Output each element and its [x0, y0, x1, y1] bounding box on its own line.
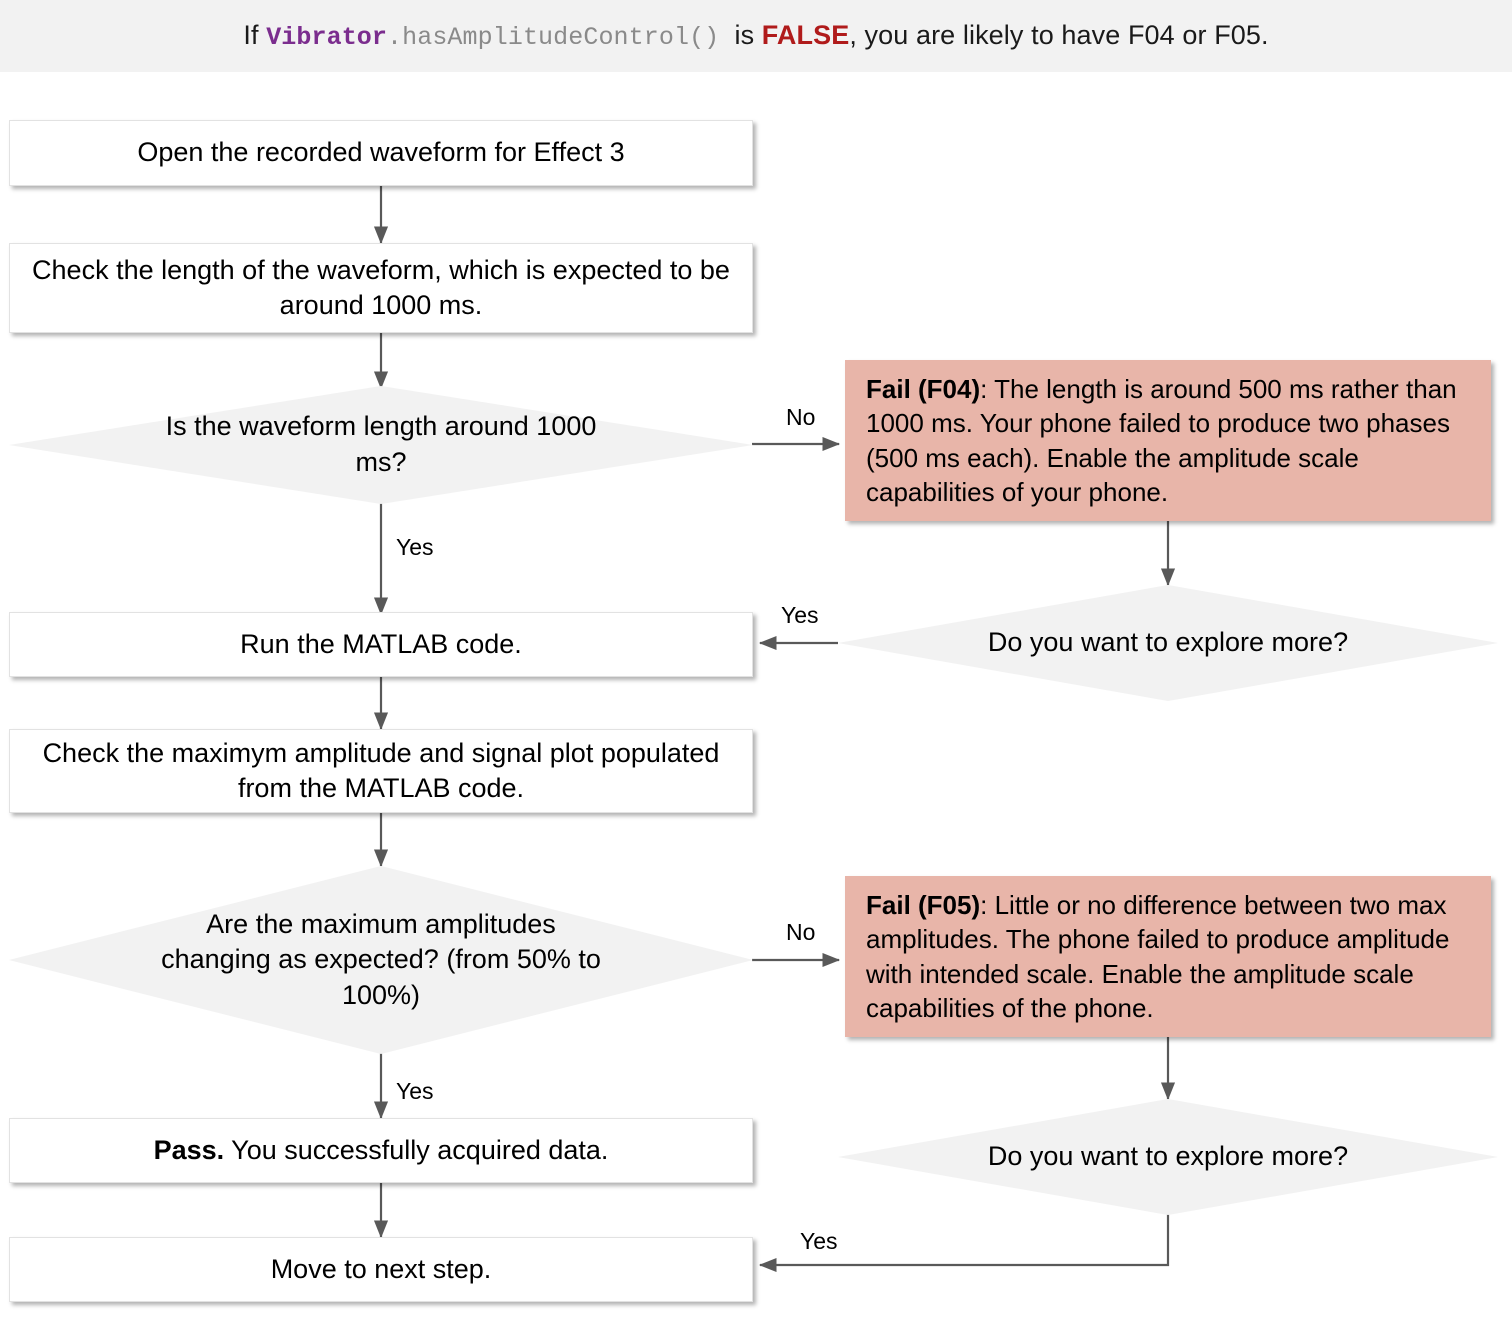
- node-fail-f05-label: Fail (F05): [866, 889, 981, 920]
- node-decision-amplitudes-changing[interactable]: Are the maximum amplitudes changing as e…: [9, 866, 753, 1054]
- header-method-name: .hasAmplitudeControl(): [387, 23, 720, 52]
- node-check-max-amplitude-label: Check the maximym amplitude and signal p…: [42, 737, 720, 803]
- edge-label-yes-2: Yes: [781, 602, 819, 628]
- header-class-name: Vibrator: [266, 23, 388, 52]
- node-decision-explore-more-1[interactable]: Do you want to explore more?: [838, 585, 1498, 701]
- header-prefix: If: [243, 20, 267, 50]
- node-decision-explore-more-2[interactable]: Do you want to explore more?: [838, 1099, 1498, 1215]
- node-pass-text: You successfully acquired data.: [224, 1134, 609, 1165]
- node-decision-explore-more-1-label: Do you want to explore more?: [987, 627, 1349, 658]
- node-pass-content: Pass. You successfully acquired data.: [154, 1133, 609, 1168]
- node-decision-explore-more-2-label: Do you want to explore more?: [987, 1141, 1349, 1172]
- node-check-length-label: Check the length of the waveform, which …: [32, 254, 730, 320]
- node-fail-f04[interactable]: Fail (F04): The length is around 500 ms …: [845, 360, 1491, 521]
- node-pass[interactable]: Pass. You successfully acquired data.: [9, 1118, 753, 1183]
- node-open-waveform-label: Open the recorded waveform for Effect 3: [137, 137, 625, 168]
- node-decision-amplitudes-changing-label: Are the maximum amplitudes changing as e…: [161, 908, 601, 1010]
- edge-label-yes-1: Yes: [396, 534, 434, 560]
- header-banner: If Vibrator.hasAmplitudeControl() is FAL…: [0, 0, 1512, 72]
- node-move-next-step[interactable]: Move to next step.: [9, 1237, 753, 1302]
- node-decision-waveform-length-label: Is the waveform length around 1000 ms?: [165, 411, 597, 477]
- edge-label-no-2: No: [786, 919, 816, 945]
- node-decision-waveform-length[interactable]: Is the waveform length around 1000 ms?: [9, 386, 753, 504]
- node-fail-f05[interactable]: Fail (F05): Little or no difference betw…: [845, 876, 1491, 1037]
- node-check-length[interactable]: Check the length of the waveform, which …: [9, 243, 753, 333]
- header-false-literal: FALSE: [761, 20, 850, 50]
- header-suffix: , you are likely to have F04 or F05.: [849, 20, 1269, 50]
- node-run-matlab-label: Run the MATLAB code.: [240, 628, 522, 659]
- header-middle: is: [719, 20, 762, 50]
- node-fail-f05-text: : Little or no difference between two ma…: [866, 889, 1450, 1023]
- node-move-next-step-label: Move to next step.: [270, 1253, 492, 1284]
- node-fail-f04-label: Fail (F04): [866, 373, 981, 404]
- edge-label-yes-4: Yes: [800, 1228, 838, 1254]
- edge-label-yes-3: Yes: [396, 1078, 434, 1104]
- header-text: If Vibrator.hasAmplitudeControl() is FAL…: [243, 20, 1268, 52]
- edge-label-no-1: No: [786, 404, 816, 430]
- node-open-waveform[interactable]: Open the recorded waveform for Effect 3: [9, 120, 753, 186]
- node-run-matlab[interactable]: Run the MATLAB code.: [9, 612, 753, 677]
- node-fail-f04-content: Fail (F04): The length is around 500 ms …: [866, 372, 1474, 509]
- node-check-max-amplitude[interactable]: Check the maximym amplitude and signal p…: [9, 729, 753, 813]
- node-fail-f04-text: : The length is around 500 ms rather tha…: [866, 373, 1457, 507]
- node-pass-label: Pass.: [153, 1134, 225, 1165]
- node-fail-f05-content: Fail (F05): Little or no difference betw…: [866, 888, 1474, 1025]
